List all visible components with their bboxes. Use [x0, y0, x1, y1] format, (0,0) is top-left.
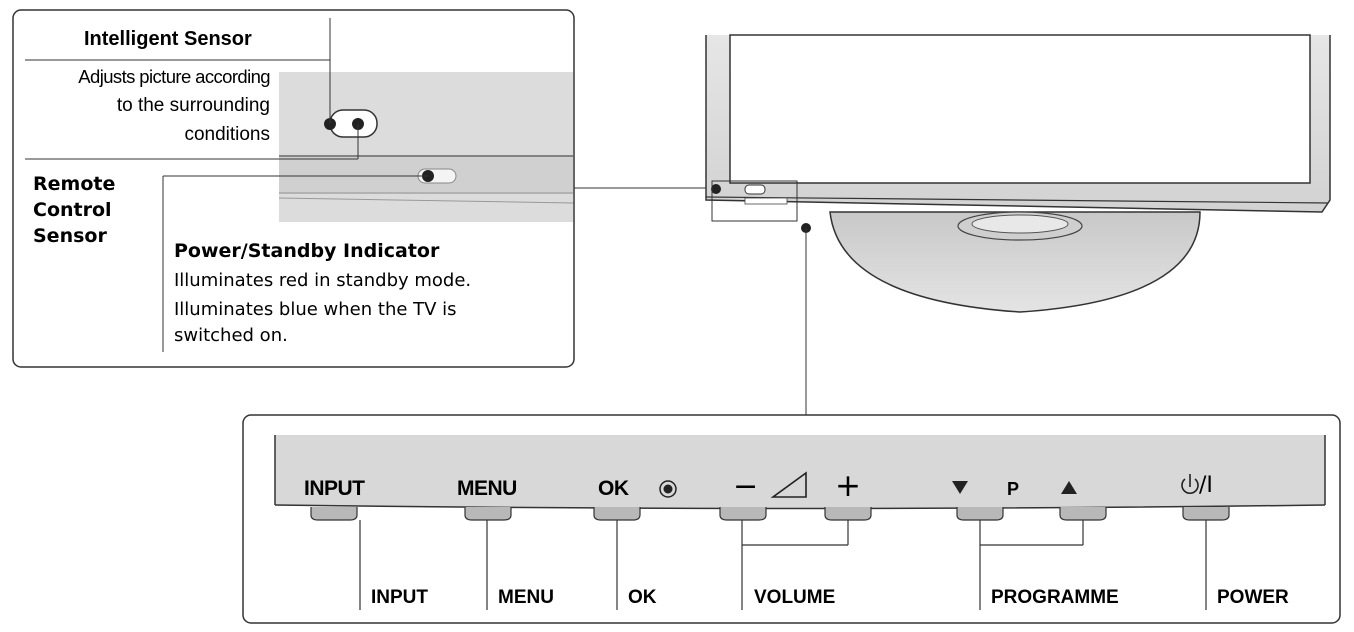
power-button-slash[interactable]: /I	[1199, 473, 1213, 498]
volume-wedge-icon	[770, 471, 807, 498]
power-icon	[1181, 474, 1199, 494]
menu-label: MENU	[498, 587, 554, 608]
triangle-down-icon	[952, 481, 968, 494]
programme-p-label: P	[1007, 479, 1019, 499]
menu-button-face[interactable]: MENU	[457, 477, 517, 500]
remote-sensor-label-2: Control	[33, 199, 112, 221]
input-button-face[interactable]: INPUT	[304, 477, 365, 500]
remote-sensor-label-1: Remote	[33, 173, 116, 195]
input-label: INPUT	[371, 587, 428, 608]
remote-sensor-label-3: Sensor	[33, 225, 107, 247]
power-indicator-title: Power/Standby Indicator	[174, 240, 440, 262]
volume-plus-button-face[interactable]: +	[835, 468, 861, 504]
intelligent-sensor-desc-1: Adjusts picture according	[78, 66, 270, 87]
ok-label: OK	[628, 587, 657, 608]
tv-screen	[729, 34, 1311, 184]
power-indicator-desc-2: Illuminates blue when the TV is	[174, 299, 457, 320]
volume-minus-button-face[interactable]: −	[733, 469, 759, 504]
power-label: POWER	[1217, 587, 1289, 608]
tv-stand	[829, 211, 1201, 313]
radio-dot-icon	[659, 480, 677, 498]
power-indicator-desc-3: switched on.	[174, 325, 288, 346]
intelligent-sensor-desc-3: conditions	[184, 124, 270, 145]
programme-label: PROGRAMME	[991, 587, 1119, 608]
triangle-up-icon	[1061, 481, 1077, 494]
volume-label: VOLUME	[754, 587, 836, 608]
zoom-bezel	[279, 72, 573, 222]
ok-button-face[interactable]: OK	[598, 477, 629, 500]
intelligent-sensor-desc-2: to the surrounding	[116, 95, 270, 116]
power-indicator-desc-1: Illuminates red in standby mode.	[174, 270, 472, 291]
intelligent-sensor-title: Intelligent Sensor	[84, 28, 252, 50]
